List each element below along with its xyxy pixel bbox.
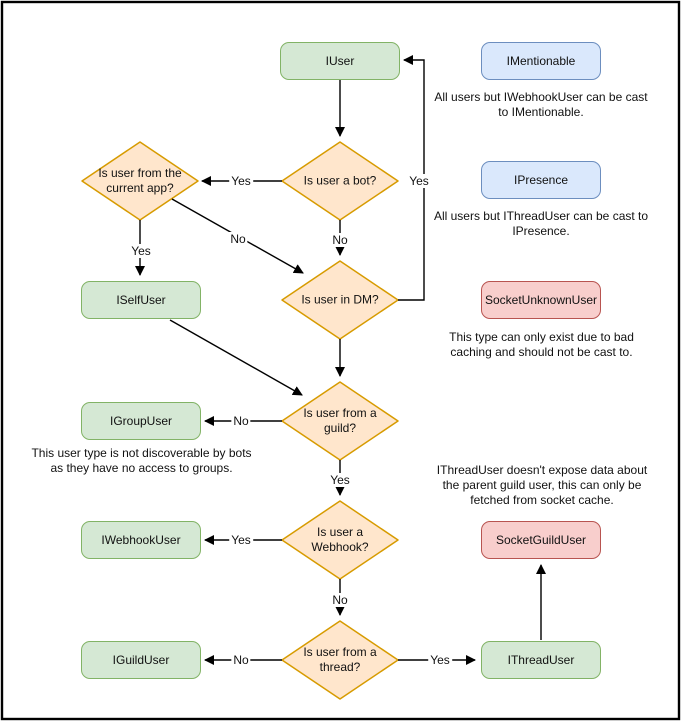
decision-is-user-a-bot: Is user a bot? bbox=[303, 173, 377, 188]
connector-iselfuser-to-guild bbox=[169, 319, 303, 396]
edge-label-bot-no: No bbox=[330, 233, 350, 247]
edge-label-webhook-no: No bbox=[330, 593, 350, 607]
node-igroupuser: IGroupUser bbox=[81, 402, 201, 440]
edge-label-guild-no: No bbox=[231, 414, 251, 428]
edge-label-thread-no: No bbox=[231, 653, 251, 667]
node-imentionable: IMentionable bbox=[481, 42, 601, 80]
edge-label-dm-yes: Yes bbox=[407, 174, 431, 188]
decision-is-user-from-current-app: Is user from the current app? bbox=[98, 166, 182, 195]
decision-is-user-in-dm: Is user in DM? bbox=[301, 292, 379, 307]
caption-igroupuser-note: This user type is not discoverable by bo… bbox=[31, 446, 252, 475]
node-ithreaduser: IThreadUser bbox=[481, 641, 601, 679]
node-iguilduser: IGuildUser bbox=[81, 641, 201, 679]
edge-label-thread-yes: Yes bbox=[428, 653, 452, 667]
caption-ithreaduser-note: IThreadUser doesn't expose data about th… bbox=[436, 463, 648, 507]
caption-socketunknown-note: This type can only exist due to bad cach… bbox=[449, 330, 634, 359]
node-socketguilduser: SocketGuildUser bbox=[481, 521, 601, 559]
edge-label-webhook-yes: Yes bbox=[229, 533, 253, 547]
decision-is-user-from-guild: Is user from a guild? bbox=[303, 406, 377, 435]
decision-is-user-a-webhook: Is user a Webhook? bbox=[311, 525, 369, 554]
node-socketunknownuser: SocketUnknownUser bbox=[481, 281, 601, 319]
node-ipresence: IPresence bbox=[481, 161, 601, 199]
edge-label-current-app-no: No bbox=[228, 232, 248, 246]
edge-label-bot-yes: Yes bbox=[229, 174, 253, 188]
node-iselfuser: ISelfUser bbox=[81, 281, 201, 319]
node-iwebhookuser: IWebhookUser bbox=[81, 521, 201, 559]
caption-ipresence-note: All users but IThreadUser can be cast to… bbox=[433, 209, 649, 238]
edge-label-guild-yes: Yes bbox=[328, 473, 352, 487]
edge-label-current-app-yes: Yes bbox=[129, 244, 153, 258]
node-iuser: IUser bbox=[280, 42, 400, 80]
decision-is-user-from-thread: Is user from a thread? bbox=[303, 645, 377, 674]
diamond-is-user-from-thread bbox=[281, 620, 399, 700]
caption-imentionable-note: All users but IWebhookUser can be cast t… bbox=[434, 90, 648, 119]
